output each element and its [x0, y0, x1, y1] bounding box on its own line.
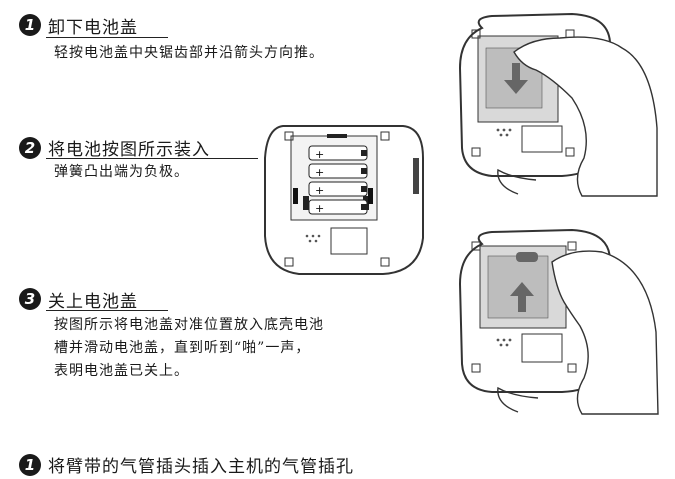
step-3-description-line-2: 槽并滑动电池盖，直到听到“啪”一声，: [54, 340, 311, 356]
step-1-number-badge: 1: [19, 14, 41, 36]
step-1-title: 卸下电池盖: [48, 18, 138, 38]
battery-row-3: +: [308, 181, 368, 197]
step-3-number-badge: 3: [19, 288, 41, 310]
close-cover-illustration: [458, 228, 659, 415]
battery-row-2: +: [308, 163, 368, 179]
step-3-description-line-1: 按图所示将电池盖对准位置放入底壳电池: [54, 317, 324, 333]
battery-3-sign: +: [315, 184, 324, 197]
step-3-underline: [46, 310, 168, 311]
step-3-description-line-3: 表明电池盖已关上。: [54, 363, 189, 379]
step-2-underline: [46, 158, 258, 159]
battery-4-sign: +: [315, 202, 324, 215]
bottom-step-number-badge: 1: [19, 454, 41, 476]
battery-row-4: +: [308, 199, 368, 215]
bottom-step-text: 将臂带的气管插头插入主机的气管插孔: [48, 457, 354, 477]
step-1-description-line-1: 轻按电池盖中央锯齿部并沿箭头方向推。: [54, 45, 324, 61]
step-2-description-line-1: 弹簧凸出端为负极。: [54, 164, 189, 180]
battery-compartment-illustration: + + + +: [264, 125, 424, 275]
step-2-number-badge: 2: [19, 137, 41, 159]
step-2-title: 将电池按图所示装入: [48, 140, 210, 160]
battery-2-sign: +: [315, 166, 324, 179]
step-3-title: 关上电池盖: [48, 292, 138, 312]
step-1-underline: [46, 37, 168, 38]
remove-cover-illustration: [458, 12, 658, 197]
battery-1-sign: +: [315, 148, 324, 161]
battery-row-1: +: [308, 145, 368, 161]
